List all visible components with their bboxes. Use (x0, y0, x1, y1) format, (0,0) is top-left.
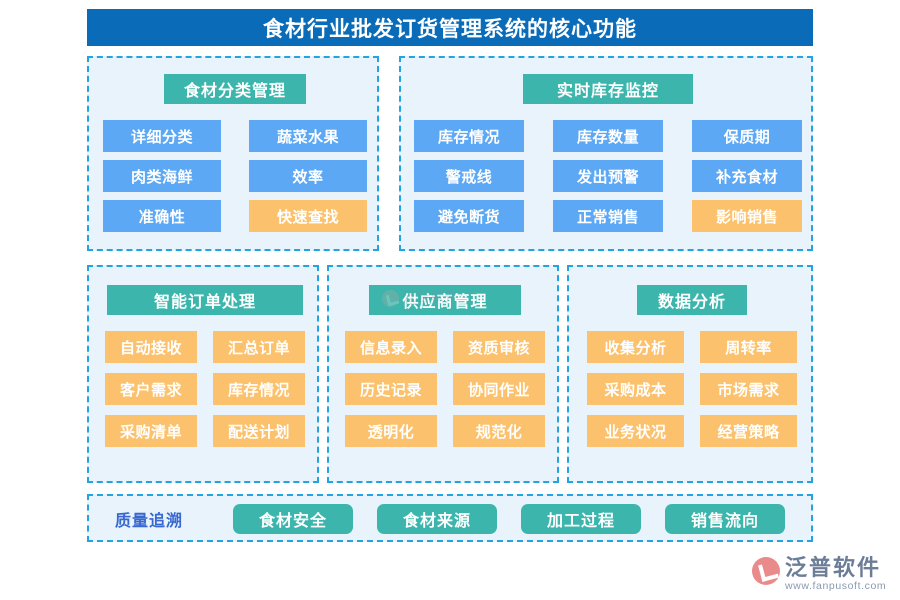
feature-chip[interactable]: 库存情况 (213, 373, 305, 405)
feature-chip[interactable]: 详细分类 (103, 120, 221, 152)
feature-chip[interactable]: 库存数量 (553, 120, 663, 152)
section-title-realtime-inventory-monitoring: 实时库存监控 (523, 74, 693, 104)
fanpu-logo-icon (752, 557, 780, 585)
feature-chip[interactable]: 自动接收 (105, 331, 197, 363)
feature-chip[interactable]: 正常销售 (553, 200, 663, 232)
feature-chip[interactable]: 影响销售 (692, 200, 802, 232)
feature-chip[interactable]: 历史记录 (345, 373, 437, 405)
feature-chip[interactable]: 发出预警 (553, 160, 663, 192)
feature-chip[interactable]: 采购成本 (587, 373, 684, 405)
feature-chip[interactable]: 收集分析 (587, 331, 684, 363)
quality-traceability-label: 质量追溯 (115, 513, 184, 530)
feature-chip[interactable]: 配送计划 (213, 415, 305, 447)
feature-chip[interactable]: 准确性 (103, 200, 221, 232)
section-food-category-management: 食材分类管理详细分类蔬菜水果肉类海鲜效率准确性快速查找 (87, 56, 379, 251)
section-realtime-inventory-monitoring: 实时库存监控库存情况库存数量保质期警戒线发出预警补充食材避免断货正常销售影响销售 (399, 56, 813, 251)
traceability-pill[interactable]: 销售流向 (665, 504, 785, 534)
feature-chip[interactable]: 资质审核 (453, 331, 545, 363)
feature-chip[interactable]: 协同作业 (453, 373, 545, 405)
traceability-pill[interactable]: 食材来源 (377, 504, 497, 534)
section-title-smart-order-processing: 智能订单处理 (107, 285, 303, 315)
feature-chip[interactable]: 经营策略 (700, 415, 797, 447)
brand-name: 泛普软件 (785, 555, 882, 580)
feature-chip[interactable]: 规范化 (453, 415, 545, 447)
feature-chip[interactable]: 采购清单 (105, 415, 197, 447)
feature-chip[interactable]: 保质期 (692, 120, 802, 152)
section-title-supplier-management: 供应商管理 (369, 285, 521, 315)
quality-traceability-bar: 质量追溯 食材安全食材来源加工过程销售流向 (87, 494, 813, 542)
section-data-analysis: 数据分析收集分析周转率采购成本市场需求业务状况经营策略 (567, 265, 813, 483)
feature-chip[interactable]: 警戒线 (414, 160, 524, 192)
feature-chip[interactable]: 库存情况 (414, 120, 524, 152)
brand-logo: 泛普软件 www.fanpusoft.com (752, 556, 886, 592)
feature-chip[interactable]: 汇总订单 (213, 331, 305, 363)
page-title: 食材行业批发订货管理系统的核心功能 (87, 9, 813, 46)
feature-chip[interactable]: 避免断货 (414, 200, 524, 232)
feature-chip[interactable]: 蔬菜水果 (249, 120, 367, 152)
feature-chip[interactable]: 市场需求 (700, 373, 797, 405)
traceability-pill[interactable]: 食材安全 (233, 504, 353, 534)
section-title-data-analysis: 数据分析 (637, 285, 747, 315)
feature-chip[interactable]: 周转率 (700, 331, 797, 363)
section-smart-order-processing: 智能订单处理自动接收汇总订单客户需求库存情况采购清单配送计划 (87, 265, 319, 483)
feature-chip[interactable]: 透明化 (345, 415, 437, 447)
feature-chip[interactable]: 补充食材 (692, 160, 802, 192)
feature-chip[interactable]: 客户需求 (105, 373, 197, 405)
section-supplier-management: 供应商管理信息录入资质审核历史记录协同作业透明化规范化 (327, 265, 559, 483)
traceability-pill[interactable]: 加工过程 (521, 504, 641, 534)
section-title-food-category-management: 食材分类管理 (164, 74, 306, 104)
brand-url: www.fanpusoft.com (785, 580, 887, 593)
feature-chip[interactable]: 信息录入 (345, 331, 437, 363)
feature-chip[interactable]: 效率 (249, 160, 367, 192)
feature-chip[interactable]: 业务状况 (587, 415, 684, 447)
feature-chip[interactable]: 快速查找 (249, 200, 367, 232)
feature-chip[interactable]: 肉类海鲜 (103, 160, 221, 192)
